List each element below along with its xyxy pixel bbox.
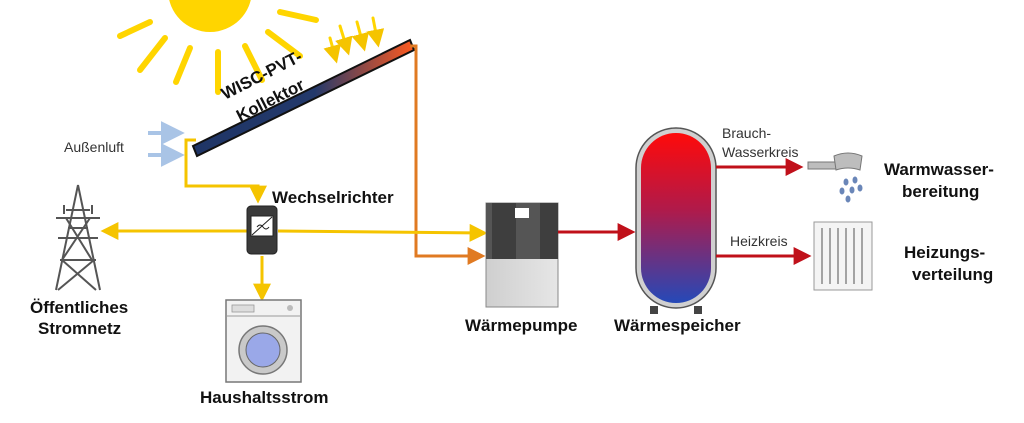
heat-dist-label-line1: Heizungs- bbox=[904, 243, 985, 262]
pvt-collector-panel bbox=[191, 38, 416, 158]
heat-pump-label: Wärmepumpe bbox=[465, 316, 577, 335]
heat-dist-label-line2: verteilung bbox=[912, 265, 993, 284]
dhw-label-line1: Warmwasser- bbox=[884, 160, 994, 179]
heat-pump-icon bbox=[485, 202, 559, 308]
grid-label-line2: Stromnetz bbox=[38, 319, 121, 338]
dhw-label-line2: bereitung bbox=[902, 182, 979, 201]
collector-to-heatpump-pipe bbox=[410, 44, 486, 265]
outside-air-label: Außenluft bbox=[64, 139, 124, 155]
heating-circuit-label: Heizkreis bbox=[730, 233, 788, 249]
washing-machine-icon bbox=[225, 299, 302, 383]
shower-head-icon bbox=[807, 152, 863, 203]
outgoing-circuits bbox=[716, 158, 812, 265]
household-label: Haushaltsstrom bbox=[200, 388, 328, 407]
inverter-icon bbox=[246, 205, 278, 255]
storage-tank-icon bbox=[635, 127, 717, 314]
outside-air-arrows bbox=[148, 121, 185, 167]
electric-lines bbox=[100, 138, 488, 302]
power-pylon-icon bbox=[55, 184, 101, 291]
radiator-icon bbox=[813, 221, 873, 291]
dhw-circuit-label-line1: Brauch- bbox=[722, 125, 771, 141]
grid-label-line1: Öffentliches bbox=[30, 298, 128, 317]
sun-icon bbox=[117, 0, 385, 95]
dhw-circuit-label-line2: Wasserkreis bbox=[722, 144, 799, 160]
inverter-label: Wechselrichter bbox=[272, 188, 394, 207]
storage-label: Wärmespeicher bbox=[614, 316, 741, 335]
